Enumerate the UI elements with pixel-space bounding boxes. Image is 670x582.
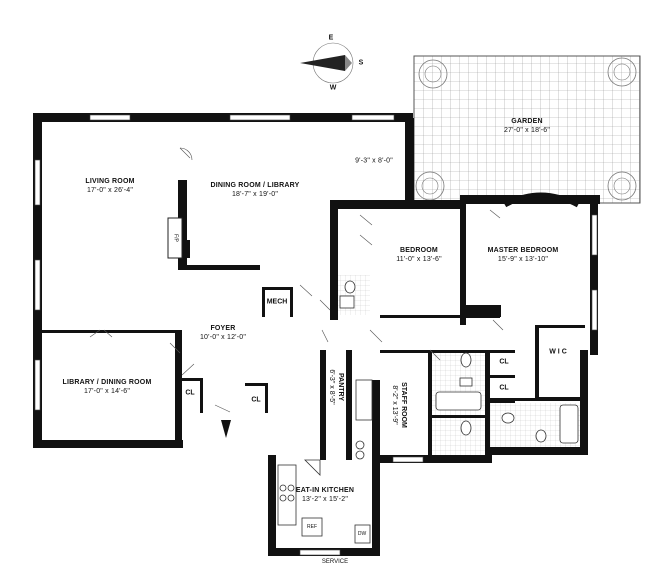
compass-west-label: W — [329, 84, 337, 92]
fixtures — [277, 280, 579, 544]
room-label-dining-library: DINING ROOM / LIBRARY 18'-7" x 19'-0" — [210, 182, 300, 198]
compass-east-label: E — [328, 34, 334, 42]
room-label-bedroom: BEDROOM 11'-0" x 13'-6" — [396, 247, 442, 263]
room-label-pantry: PANTRY 6'-3" x 8'-5" — [328, 369, 344, 405]
bay-window — [503, 192, 580, 208]
closet-label-master-2: CL — [499, 384, 509, 392]
windows — [34, 114, 598, 556]
fireplace-icon — [167, 217, 183, 259]
dw-label: DW — [357, 531, 367, 537]
room-label-garden: GARDEN 27'-0" x 18'-6" — [503, 118, 551, 134]
room-label-foyer: FOYER 10'-0" x 12'-0" — [199, 325, 247, 341]
closet-label-entry: CL — [251, 396, 261, 404]
mech-label: MECH — [266, 298, 288, 306]
wic-label: W I C — [549, 348, 567, 356]
compass-south-label: S — [358, 59, 364, 67]
room-label-staff-room: STAFF ROOM 8'-2" x 13'-9" — [391, 382, 407, 428]
entrance-arrow-icon — [221, 420, 231, 438]
room-label-alcove: 9'-3" x 8'-0" — [355, 157, 393, 165]
closet-label-foyer: CL — [185, 389, 195, 397]
door-swings — [89, 147, 504, 413]
service-label: SERVICE — [321, 559, 349, 565]
ref-label: REF — [307, 524, 317, 530]
closet-label-master-1: CL — [499, 358, 509, 366]
compass-icon — [300, 42, 354, 84]
room-label-kitchen: EAT-IN KITCHEN 13'-2" x 15'-2" — [295, 487, 355, 503]
fireplace-label: F/P — [172, 234, 179, 242]
garden-terrace — [413, 55, 641, 204]
room-label-library-dining: LIBRARY / DINING ROOM 17'-0" x 14'-6" — [62, 379, 152, 395]
planter-icon — [415, 57, 637, 201]
room-label-living-room: LIVING ROOM 17'-0" x 26'-4" — [85, 178, 135, 194]
room-label-master-bedroom: MASTER BEDROOM 15'-9" x 13'-10" — [487, 247, 559, 263]
